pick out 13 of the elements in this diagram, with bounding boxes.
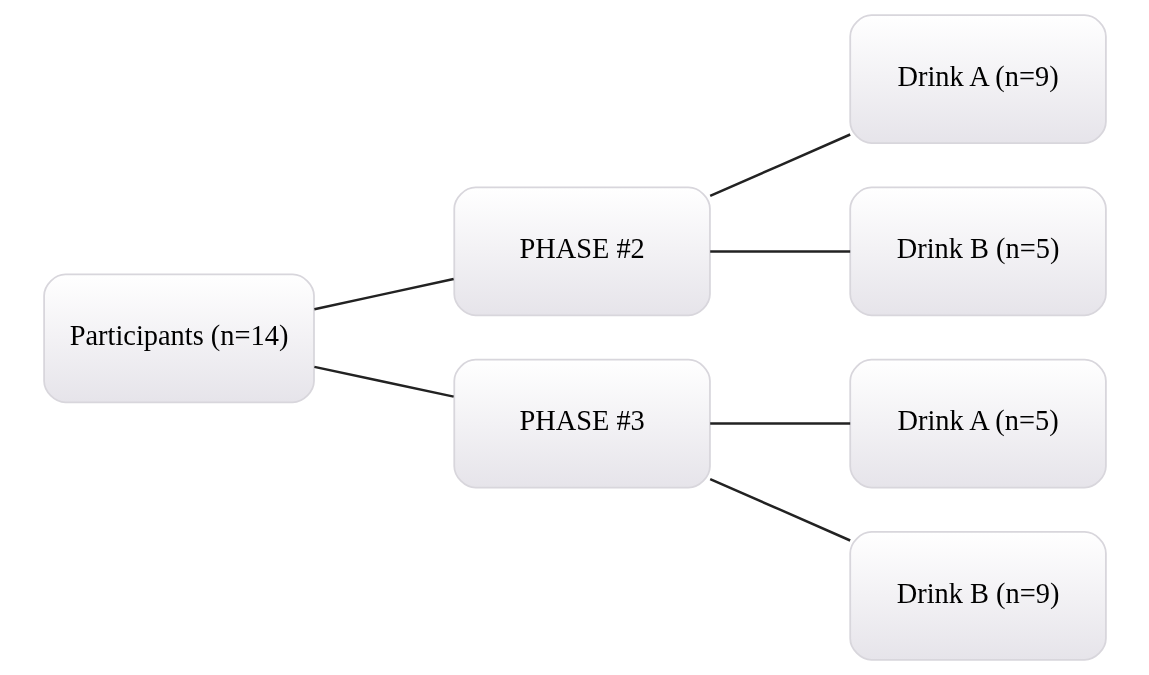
connector [709,133,851,198]
node-box: Drink A (n=9) [848,14,1107,144]
connector [313,277,454,311]
node-box: Drink B (n=9) [848,531,1107,661]
node-box: PHASE #2 [452,186,711,317]
node-box: PHASE #3 [452,358,711,489]
connector [709,422,850,425]
connector [709,250,850,253]
node-box: Participants (n=14) [42,273,315,404]
connector [313,365,454,398]
node-box: Drink B (n=5) [848,186,1107,317]
node-box: Drink A (n=5) [848,358,1107,489]
connector [709,477,851,542]
